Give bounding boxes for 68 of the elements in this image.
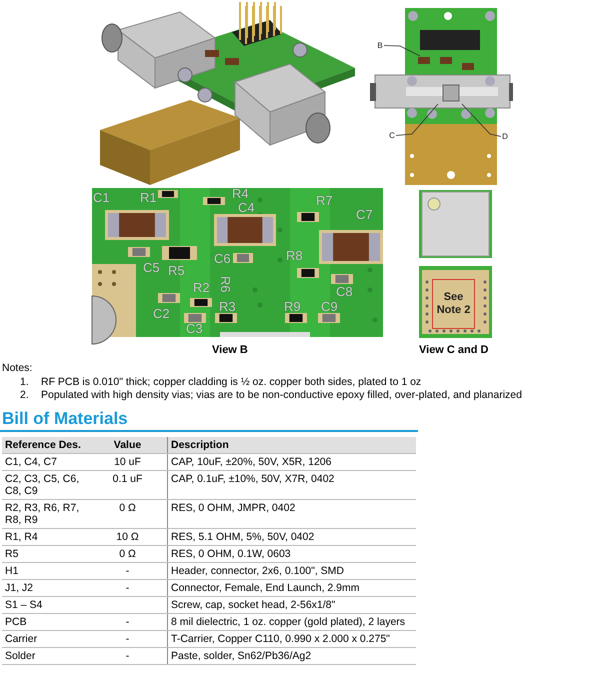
note-text: RF PCB is 0.010" thick; copper cladding is ½ oz. copper both sides, plated to 1 oz bbox=[41, 375, 422, 390]
component-designator: R4 bbox=[232, 187, 249, 201]
column-header: Reference Des. bbox=[5, 439, 82, 451]
table-cell-text: Header, connector, 2x6, 0.100", SMD bbox=[171, 565, 345, 577]
table-cell-text: 8 mil dielectric, 1 oz. copper (gold plated), 2 layers bbox=[171, 616, 406, 628]
component-designator: R6 bbox=[218, 276, 232, 293]
table-cell-text: Screw, cap, socket head, 2-56x1/8" bbox=[171, 599, 336, 611]
callout-letter: B bbox=[376, 40, 384, 51]
component-designator: C3 bbox=[186, 322, 203, 336]
component-designator: R5 bbox=[168, 264, 185, 278]
table-cell-text: RES, 5.1 OHM, 5%, 50V, 0402 bbox=[171, 531, 316, 543]
callout-letter: D bbox=[501, 131, 509, 142]
component-designator: C6 bbox=[214, 252, 231, 266]
table-cell-text: Connector, Female, End Launch, 2.9mm bbox=[171, 582, 361, 594]
component-designator: C5 bbox=[143, 261, 160, 275]
table-cell-text: 10 Ω bbox=[115, 531, 140, 543]
table-cell-text: R2, R3, R6, R7, R8, R9 bbox=[5, 502, 80, 526]
table-cell-text: J1, J2 bbox=[5, 582, 34, 594]
table-cell-text: CAP, 0.1uF, ±10%, 50V, X7R, 0402 bbox=[171, 473, 336, 485]
table-cell-text: - bbox=[124, 633, 130, 645]
list-number: 2. bbox=[20, 388, 29, 403]
table-cell-text: - bbox=[124, 650, 130, 662]
table-cell-text: RES, 0 OHM, 0.1W, 0603 bbox=[171, 548, 292, 560]
table-cell-text: T-Carrier, Copper C110, 0.990 x 2.000 x 0.275" bbox=[171, 633, 391, 645]
component-designator: R7 bbox=[316, 194, 333, 208]
component-designator: R3 bbox=[219, 300, 236, 314]
component-designator: R1 bbox=[140, 191, 157, 205]
leader-line bbox=[462, 104, 502, 137]
table-cell-text: R5 bbox=[5, 548, 20, 560]
column-header: Description bbox=[171, 439, 230, 451]
component-designator: C1 bbox=[93, 191, 110, 205]
component-designator: C4 bbox=[238, 201, 255, 215]
component-designator: C7 bbox=[356, 208, 373, 222]
table-cell-text: 0 Ω bbox=[118, 502, 137, 514]
component-designator: C2 bbox=[153, 307, 170, 321]
table-cell-text: 0.1 uF bbox=[112, 473, 144, 485]
component-designator: C8 bbox=[336, 285, 353, 299]
note-reference: See Note 2 bbox=[436, 291, 472, 317]
component-designator: R2 bbox=[193, 281, 210, 295]
table-cell-text: 10 uF bbox=[113, 456, 142, 468]
table-cell-text: CAP, 10uF, ±20%, 50V, X5R, 1206 bbox=[171, 456, 332, 468]
leader-line bbox=[384, 45, 420, 56]
table-cell-text: Paste, solder, Sn62/Pb36/Ag2 bbox=[171, 650, 312, 662]
notes-heading: Notes: bbox=[2, 361, 32, 376]
table-cell-text: Solder bbox=[5, 650, 36, 662]
view-caption: View B bbox=[212, 343, 248, 358]
table-cell-text: C1, C4, C7 bbox=[5, 456, 58, 468]
component-designator: R8 bbox=[286, 249, 303, 263]
column-header: Value bbox=[112, 439, 142, 451]
table-cell-text: S1 – S4 bbox=[5, 599, 44, 611]
component-designator: C9 bbox=[321, 300, 338, 314]
note-text: Populated with high density vias; vias are to be non-conductive epoxy filled, over-plated, and planarized bbox=[41, 388, 522, 403]
table-cell-text: H1 bbox=[5, 565, 20, 577]
leader-line bbox=[396, 104, 438, 136]
table-cell-text: - bbox=[124, 582, 130, 594]
view-caption: View C and D bbox=[419, 343, 488, 358]
table-cell-text: - bbox=[124, 565, 130, 577]
table-cell-text: RES, 0 OHM, JMPR, 0402 bbox=[171, 502, 296, 514]
list-number: 1. bbox=[20, 375, 29, 390]
table-cell-text: PCB bbox=[5, 616, 28, 628]
callout-letter: C bbox=[388, 130, 396, 141]
table-cell-text: Carrier bbox=[5, 633, 38, 645]
table-cell-text: C2, C3, C5, C6, C8, C9 bbox=[5, 473, 80, 497]
table-cell-text: 0 Ω bbox=[118, 548, 137, 560]
table-cell-text: - bbox=[124, 616, 130, 628]
section-heading: Bill of Materials bbox=[2, 409, 128, 429]
table-cell-text: R1, R4 bbox=[5, 531, 39, 543]
component-designator: R9 bbox=[284, 300, 301, 314]
